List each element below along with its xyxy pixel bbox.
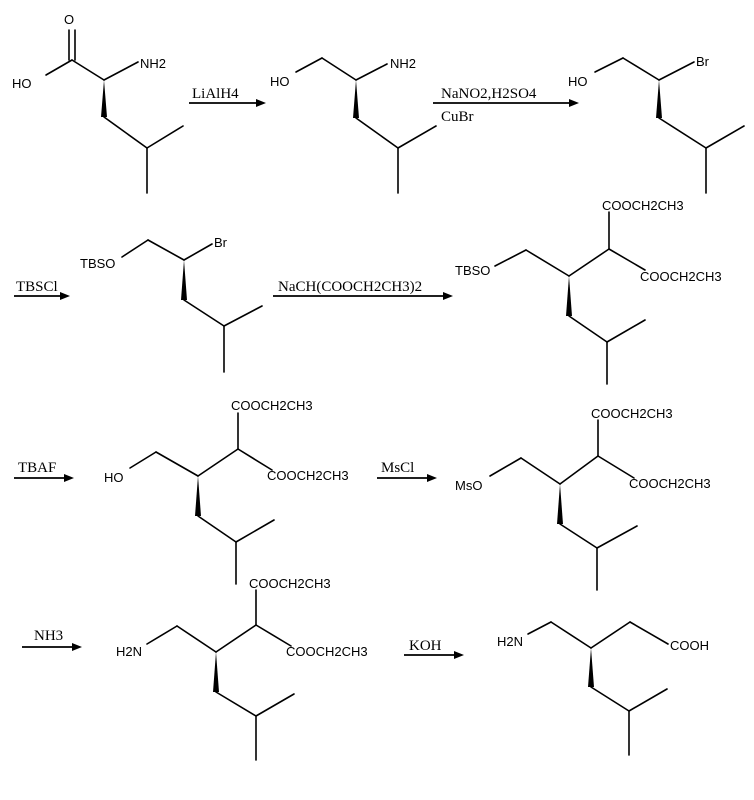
label-tbso: TBSO bbox=[455, 263, 490, 278]
arrow-step-2: NaNO2,H2SO4 CuBr bbox=[433, 86, 579, 125]
reagent-tbaf: TBAF bbox=[18, 460, 56, 476]
reagent-tbscl: TBSCl bbox=[16, 279, 58, 295]
label-hydroxyl: HO bbox=[104, 470, 124, 485]
arrow-step-7: NH3 bbox=[22, 628, 82, 651]
label-carboxylic-acid: COOH bbox=[670, 638, 709, 653]
compound-bromo-alcohol: HO Br bbox=[568, 54, 745, 194]
arrow-step-1: LiAlH4 bbox=[189, 86, 266, 107]
arrow-step-6: MsCl bbox=[377, 460, 437, 482]
compound-amino-malonate: COOCH2CH3 H2N COOCH2CH3 bbox=[116, 576, 368, 761]
compound-leucine: O HO NH2 bbox=[12, 12, 184, 194]
compound-tbs-malonate: COOCH2CH3 TBSO COOCH2CH3 bbox=[455, 198, 722, 385]
compound-mesylate-malonate: COOCH2CH3 MsO COOCH2CH3 bbox=[455, 406, 711, 591]
label-ester-right: COOCH2CH3 bbox=[286, 644, 368, 659]
reagent-ammonia: NH3 bbox=[34, 628, 63, 644]
label-ester-right: COOCH2CH3 bbox=[267, 468, 349, 483]
label-ester-top: COOCH2CH3 bbox=[591, 406, 673, 421]
reagent-lialh4: LiAlH4 bbox=[192, 86, 239, 102]
label-hydroxyl: HO bbox=[270, 74, 290, 89]
compound-hydroxy-malonate: COOCH2CH3 HO COOCH2CH3 bbox=[104, 398, 349, 585]
reagent-nano2-h2so4: NaNO2,H2SO4 bbox=[441, 86, 537, 102]
label-tbso: TBSO bbox=[80, 256, 115, 271]
label-ester-right: COOCH2CH3 bbox=[640, 269, 722, 284]
arrow-step-8: KOH bbox=[404, 638, 464, 659]
label-ester-right: COOCH2CH3 bbox=[629, 476, 711, 491]
label-amine: H2N bbox=[116, 644, 142, 659]
compound-tbs-bromide: TBSO Br bbox=[80, 235, 263, 373]
label-amine: NH2 bbox=[140, 56, 166, 71]
arrow-step-4: NaCH(COOCH2CH3)2 bbox=[273, 279, 453, 300]
reagent-sodium-malonate: NaCH(COOCH2CH3)2 bbox=[278, 279, 422, 295]
label-hydroxyl: HO bbox=[12, 76, 32, 91]
label-amine: H2N bbox=[497, 634, 523, 649]
reagent-koh: KOH bbox=[409, 638, 442, 654]
compound-leucinol: HO NH2 bbox=[270, 56, 437, 194]
label-ester-top: COOCH2CH3 bbox=[231, 398, 313, 413]
label-ester-top: COOCH2CH3 bbox=[249, 576, 331, 591]
label-bromine: Br bbox=[696, 54, 710, 69]
label-carbonyl-o: O bbox=[64, 12, 74, 27]
label-mso: MsO bbox=[455, 478, 482, 493]
label-amine: NH2 bbox=[390, 56, 416, 71]
label-bromine: Br bbox=[214, 235, 228, 250]
reagent-cubr: CuBr bbox=[441, 109, 474, 125]
label-ester-top: COOCH2CH3 bbox=[602, 198, 684, 213]
arrow-step-3: TBSCl bbox=[14, 279, 70, 300]
arrow-step-5: TBAF bbox=[14, 460, 74, 482]
label-hydroxyl: HO bbox=[568, 74, 588, 89]
reagent-mscl: MsCl bbox=[381, 460, 414, 476]
compound-product: H2N COOH bbox=[497, 621, 709, 756]
